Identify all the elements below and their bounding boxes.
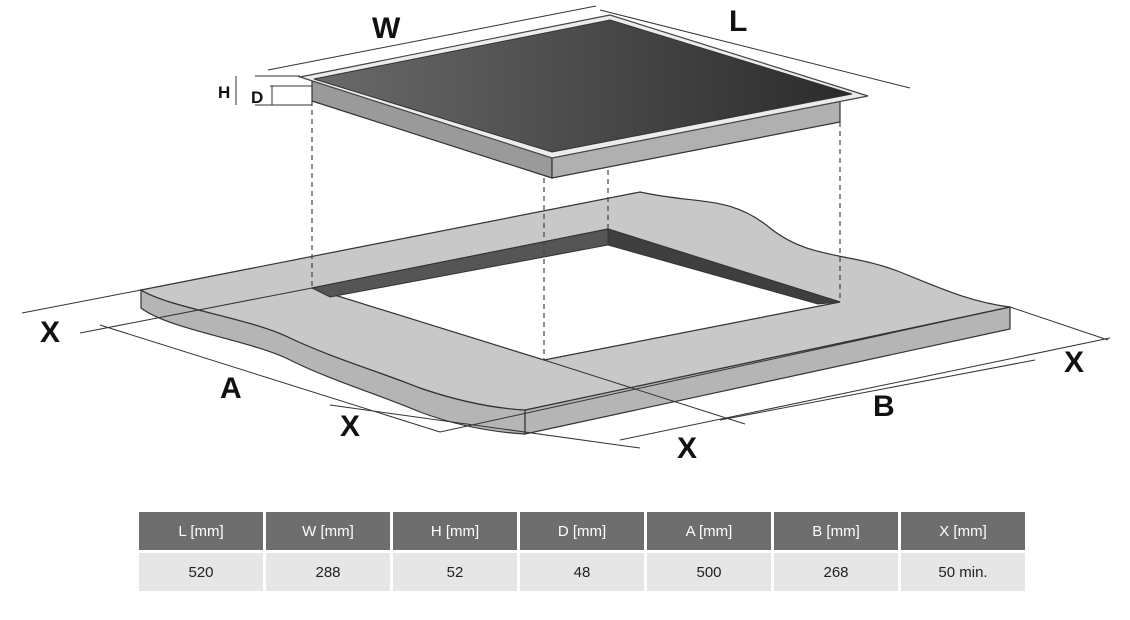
label-d: D (251, 88, 263, 107)
label-x-front-left: X (340, 410, 360, 443)
value-x: 50 min. (901, 553, 1025, 591)
label-x-right: X (1064, 346, 1084, 379)
value-b: 268 (774, 553, 898, 591)
label-l: L (729, 5, 747, 38)
header-b: B [mm] (774, 512, 898, 550)
table-row: 520 288 52 48 500 268 50 min. (139, 553, 1025, 591)
label-x-left: X (40, 316, 60, 349)
header-w: W [mm] (266, 512, 390, 550)
value-a: 500 (647, 553, 771, 591)
installation-diagram: W L H D X A X X B X (21, 5, 1111, 465)
value-h: 52 (393, 553, 517, 591)
projection-lines (311, 101, 841, 360)
value-w: 288 (266, 553, 390, 591)
value-d: 48 (520, 553, 644, 591)
label-h: H (218, 83, 230, 102)
header-d: D [mm] (520, 512, 644, 550)
header-l: L [mm] (139, 512, 263, 550)
header-h: H [mm] (393, 512, 517, 550)
countertop (139, 191, 1011, 435)
value-l: 520 (139, 553, 263, 591)
label-b: B (873, 390, 895, 423)
header-x: X [mm] (901, 512, 1025, 550)
dimension-lines (21, 5, 1111, 449)
label-x-front-right: X (677, 432, 697, 465)
header-a: A [mm] (647, 512, 771, 550)
label-a: A (220, 372, 242, 405)
dimensions-table: L [mm] W [mm] H [mm] D [mm] A [mm] B [mm… (136, 509, 1028, 594)
label-w: W (372, 12, 401, 45)
table-header-row: L [mm] W [mm] H [mm] D [mm] A [mm] B [mm… (139, 512, 1025, 550)
cooktop-hob (297, 14, 869, 179)
